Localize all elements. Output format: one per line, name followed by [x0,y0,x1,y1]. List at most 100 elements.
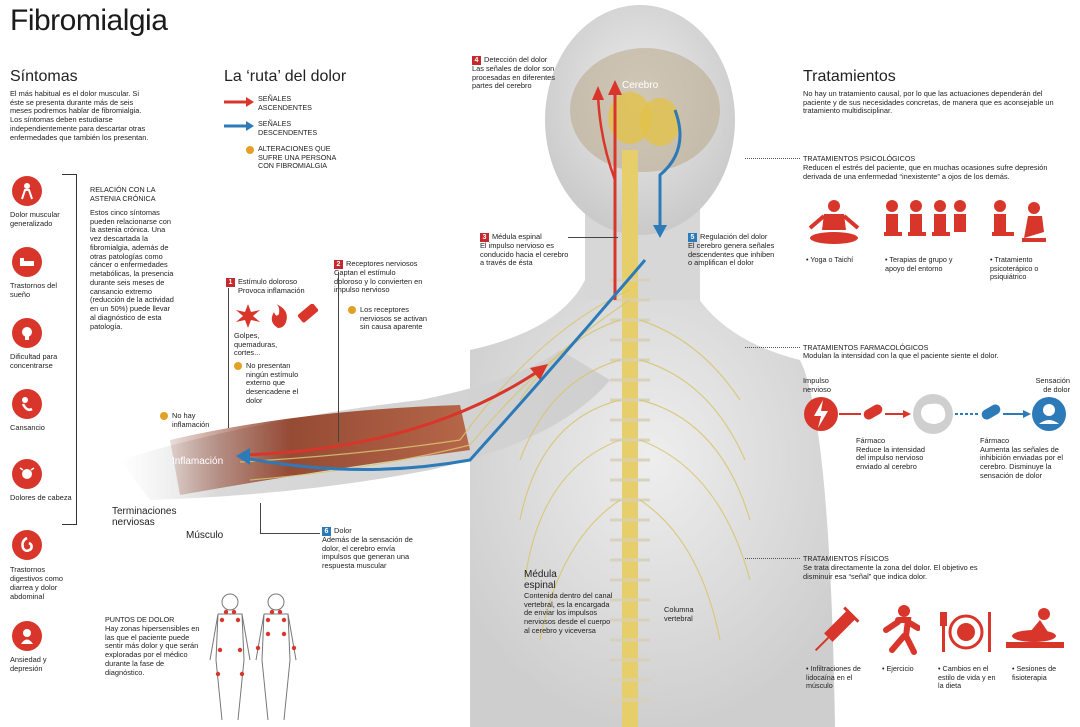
fisico-item-label: Sesiones de fisioterapia [1012,664,1057,682]
label-inflamacion: Inflamación [172,456,224,467]
medula-text: Contenida dentro del canal vertebral, es… [524,591,613,635]
symptom-label: Dolores de cabeza [10,493,72,502]
psico-item: • Yoga o Taichí [806,255,854,264]
sensacion-label: Sensación de dolor [1035,376,1070,394]
orange-dot-icon [246,146,254,154]
puntos-title: PUNTOS DE DOLOR [105,615,175,624]
connector-line [260,503,261,533]
psico-item-label: Yoga o Taichí [810,255,854,264]
tired-icon [12,389,42,419]
physiotherapy-icon [1006,608,1064,648]
step5-title: Regulación del dolor [700,232,768,241]
tratamientos-heading: Tratamientos [803,68,896,85]
farmaco1: Fármaco Reduce la intensidad del impulso… [856,436,928,472]
step-number: 2 [334,260,343,269]
label-cerebro: Cerebro [622,80,659,91]
syringe-icon [814,606,860,652]
connector-line [568,237,618,238]
sintomas-heading: Síntomas [10,68,78,85]
running-icon [883,605,920,655]
legend-descending-label: SEÑALES DESCENDENTES [258,119,318,137]
injury-icons [236,304,319,328]
label-medula: Médula espinal [524,569,557,591]
no-inflammation-dot [160,412,172,430]
fisico-item: • Infiltraciones de lidocaína en el músc… [806,664,861,691]
diet-icon [940,612,991,652]
step-number: 4 [472,56,481,65]
flame-icon [271,304,287,328]
psychotherapy-icon [992,200,1046,242]
step-number: 3 [480,233,489,242]
step1-alt: No presentan ningún estímulo externo que… [246,361,299,405]
step4-title: Detección del dolor [484,55,548,64]
symptom-label: Dificultad para concentrarse [10,352,58,370]
step6-text: Además de la sensación de dolor, el cere… [322,535,413,571]
impulso-label: Impulso nervioso [803,376,831,394]
connector-line [338,272,339,442]
step-number: 6 [322,527,331,536]
farmaco2-title: Fármaco [980,436,1010,445]
symptom-label: Trastornos digestivos como diarrea y dol… [10,565,63,601]
legend-alteration-label: ALTERACIONES QUE SUFRE UNA PERSONA CON F… [258,144,336,171]
symptom-label: Ansiedad y depresión [10,655,47,673]
yoga-icon [808,200,860,244]
legend-ascending-label: SEÑALES ASCENDENTES [258,94,312,112]
no-inflamacion: No hay inflamación [172,411,210,429]
step5-text: El cerebro genera señales descendentes q… [688,241,775,268]
headache-icon [12,459,42,489]
blue-arrow-icon [224,121,254,131]
symptom-label: Trastornos del sueño [10,281,57,299]
farma-title: TRATAMIENTOS FARMACOLÓGICOS [803,343,929,352]
legend-ascending [224,94,254,112]
astenia-text: Estos cinco síntomas pueden relacionarse… [90,208,174,331]
step2-alt-dot [348,306,360,324]
fisico-item-label: Ejercicio [886,664,914,673]
step1-title: Estímulo doloroso [238,277,298,286]
impact-icon [236,304,260,328]
step-number: 1 [226,278,235,287]
label-musculo: Músculo [186,530,224,541]
tratamientos-intro: No hay un tratamiento causal, por lo que… [803,89,1054,116]
psico-item: • Tratamiento psicoterápico o psiquiátri… [990,255,1039,282]
psico-item-label: Tratamiento psicoterápico o psiquiátrico [990,255,1039,282]
legend-descending [224,118,254,136]
farmaco1-text: Reduce la intensidad del impulso nervios… [856,444,926,472]
body-pain-icon [12,176,42,206]
fisico-leader [745,558,800,559]
pain-points-figures [209,593,297,721]
step4-text: Las señales de dolor son procesadas en d… [472,64,555,91]
step6-title: Dolor [334,526,352,535]
step3-title: Médula espinal [492,232,542,241]
psico-leader [745,158,800,159]
connector-line [228,288,229,428]
symptom-label: Dolor muscular generalizado [10,210,60,228]
step2-text: Captan el estímulo doloroso y lo convier… [334,268,423,295]
ascending-signal-arrow [239,368,541,457]
fisico-item-label: Infiltraciones de lidocaína en el múscul… [806,664,861,691]
label-columna: Columna vertebral [664,605,694,623]
pill-icon [863,404,883,420]
fisico-item: • Ejercicio [882,664,914,673]
pill-icon [981,404,1001,420]
step1-text: Provoca inflamación [238,286,305,295]
astenia-title: RELACIÓN CON LA ASTENIA CRÓNICA [90,185,156,203]
legend-alteration [246,146,258,164]
page-title: Fibromialgia [10,4,168,37]
farmaco1-title: Fármaco [856,436,886,445]
step2-title: Receptores nerviosos [346,259,418,268]
sintomas-intro: El más habitual es el dolor muscular. Si… [10,89,149,142]
stomach-icon [12,530,42,560]
fisico-item-label: Cambios en el estilo de vida y en la die… [938,664,996,691]
anxiety-icon [12,621,42,651]
red-arrow-icon [224,97,254,107]
fisico-item: • Cambios en el estilo de vida y en la d… [938,664,996,691]
farmaco2: Fármaco Aumenta las señales de inhibició… [980,436,1064,481]
fisico-text: Se trata directamente la zona del dolor.… [803,563,978,581]
farmaco2-text: Aumenta las señales de inhibición enviad… [980,444,1063,480]
